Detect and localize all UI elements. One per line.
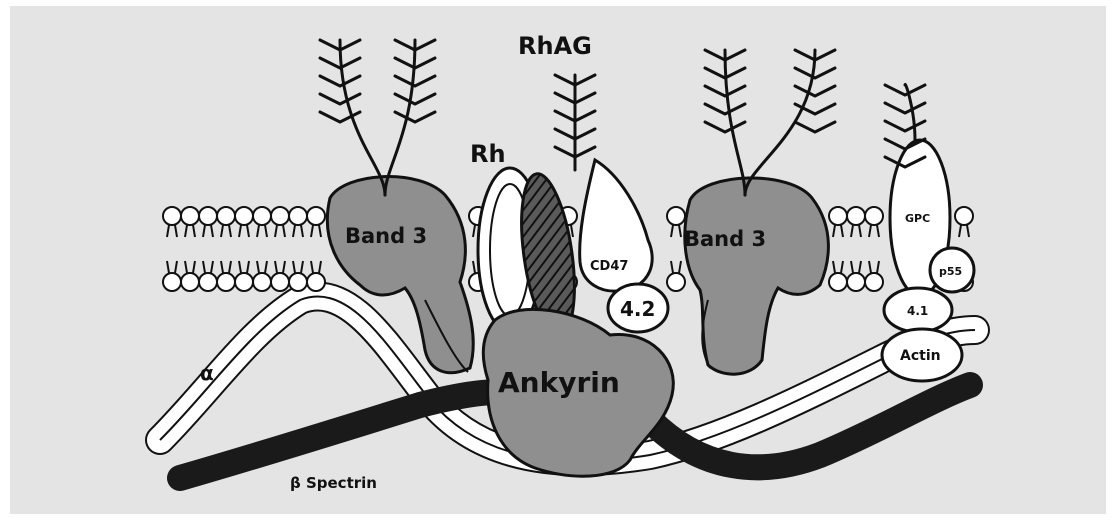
lipid-head <box>271 273 289 291</box>
lipid-tail <box>293 261 303 273</box>
lipid-tail <box>671 225 681 237</box>
label-gpc: GPC <box>905 212 930 225</box>
lipid-head <box>163 273 181 291</box>
lipid-head <box>829 273 847 291</box>
glycan-branch <box>395 76 435 86</box>
glycan-branch <box>705 104 745 114</box>
lipid-head <box>865 207 883 225</box>
label-band3-left: Band 3 <box>345 224 427 248</box>
glycan-branch <box>320 76 360 86</box>
lipid-tail <box>257 225 267 237</box>
lipid-head <box>181 207 199 225</box>
lipid-tail <box>833 225 843 237</box>
glycan-branch <box>795 122 835 132</box>
glycan-branch <box>320 94 360 104</box>
lipid-tail <box>869 225 879 237</box>
label-p55: p55 <box>939 265 962 278</box>
label-rh: Rh <box>470 140 506 168</box>
lipid-head <box>253 273 271 291</box>
lipid-head <box>163 207 181 225</box>
lipid-tail <box>239 261 249 273</box>
lipid-tail <box>185 225 195 237</box>
glycan-stem <box>385 40 415 195</box>
lipid-tail <box>833 261 843 273</box>
lipid-tail <box>869 261 879 273</box>
label-protein-42: 4.2 <box>620 297 655 321</box>
lipid-tail <box>851 261 861 273</box>
lipid-tail <box>203 225 213 237</box>
glycan-branch <box>395 112 435 122</box>
lipid-tail <box>167 261 177 273</box>
lipid-head <box>289 273 307 291</box>
lipid-tail <box>959 225 969 237</box>
lipid-tail <box>275 225 285 237</box>
lipid-head <box>199 273 217 291</box>
lipid-head <box>829 207 847 225</box>
lipid-head <box>181 273 199 291</box>
lipid-tail <box>185 261 195 273</box>
label-alpha: α <box>200 361 214 385</box>
lipid-tail <box>671 261 681 273</box>
lipid-tail <box>275 261 285 273</box>
lipid-head <box>271 207 289 225</box>
lipid-head <box>865 273 883 291</box>
lipid-head <box>253 207 271 225</box>
glycan-branch <box>395 94 435 104</box>
label-rhag: RhAG <box>518 32 592 60</box>
lipid-head <box>667 273 685 291</box>
lipid-tail <box>293 225 303 237</box>
lipid-head <box>955 207 973 225</box>
lipid-head <box>217 207 235 225</box>
label-band3-right: Band 3 <box>684 227 766 251</box>
glycan-branch <box>885 103 925 113</box>
lipid-tail <box>221 261 231 273</box>
lipid-tail <box>257 261 267 273</box>
label-ankyrin: Ankyrin <box>498 366 620 399</box>
lipid-tail <box>311 261 321 273</box>
label-beta-spectrin: β Spectrin <box>290 474 377 492</box>
glycan-branch <box>885 121 925 131</box>
lipid-tail <box>203 261 213 273</box>
lipid-head <box>289 207 307 225</box>
lipid-head <box>667 207 685 225</box>
label-cd47: CD47 <box>590 259 628 274</box>
glycan-branch <box>795 86 835 96</box>
glycan-trees <box>320 40 925 195</box>
lipid-tail <box>221 225 231 237</box>
lipid-tail <box>311 225 321 237</box>
lipid-head <box>235 207 253 225</box>
label-actin: Actin <box>900 348 941 364</box>
lipid-head <box>217 273 235 291</box>
lipid-head <box>307 273 325 291</box>
glycan-branch <box>705 122 745 132</box>
lipid-head <box>847 207 865 225</box>
lipid-head <box>199 207 217 225</box>
label-protein-41: 4.1 <box>907 304 928 318</box>
lipid-head <box>307 207 325 225</box>
lipid-tail <box>239 225 249 237</box>
lipid-tail <box>167 225 177 237</box>
band3-right <box>685 178 829 374</box>
lipid-tail <box>851 225 861 237</box>
lipid-head <box>235 273 253 291</box>
lipid-head <box>847 273 865 291</box>
